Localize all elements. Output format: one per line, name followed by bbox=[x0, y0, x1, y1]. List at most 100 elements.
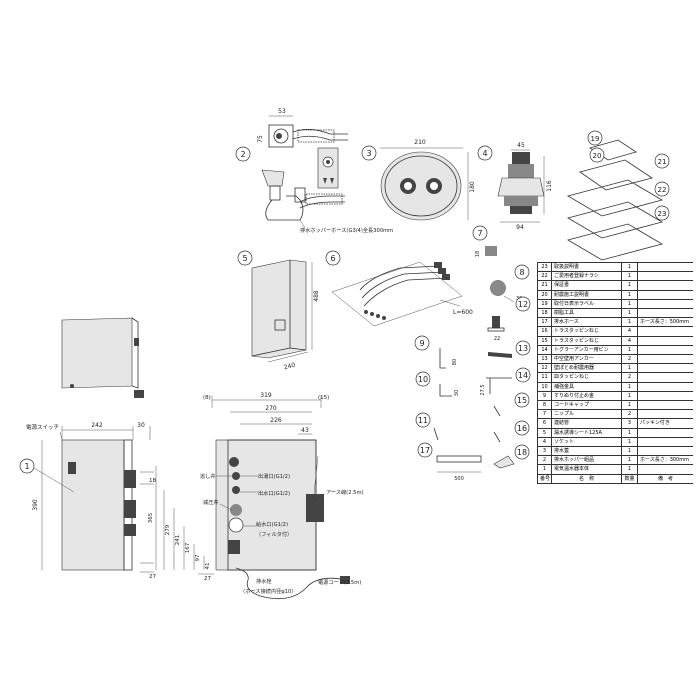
dim-side-270: 270 bbox=[265, 405, 277, 412]
table-cell: 4 bbox=[537, 436, 552, 448]
table-header-row: 番号名 称数量備 考 bbox=[537, 473, 693, 484]
part-number-21: 21 bbox=[658, 158, 667, 166]
table-cell: 2 bbox=[537, 455, 552, 466]
label-relief-valve: 逃し弁 bbox=[200, 472, 216, 480]
label-outlet: 出湯口(G1/2) bbox=[258, 472, 290, 480]
table-cell: 耐震施工説明書 bbox=[551, 289, 622, 300]
dim-p4-height: 116 bbox=[546, 180, 553, 192]
dim-p6-length: L=600 bbox=[453, 309, 473, 316]
table-cell bbox=[637, 335, 693, 346]
table-header-cell: 備 考 bbox=[637, 473, 693, 484]
dim-side-226: 226 bbox=[270, 417, 282, 424]
table-cell: 壁ぽとめ耐震用器 bbox=[551, 363, 622, 374]
part-6-connecting-pipes: 6 L=600 bbox=[325, 250, 473, 327]
table-cell: 4 bbox=[621, 335, 638, 346]
part-13-anchor: 13 bbox=[488, 340, 531, 358]
label-reducing-valve: 減圧弁 bbox=[203, 498, 219, 506]
table-cell: 13 bbox=[537, 354, 552, 365]
dim-front-width: 242 bbox=[91, 422, 103, 429]
table-cell: 1 bbox=[621, 317, 638, 328]
table-cell: ニップル bbox=[551, 409, 622, 420]
dim-p3-height: 180 bbox=[469, 181, 476, 193]
table-cell: 3 bbox=[537, 446, 552, 457]
part-18-resin-tool: 18 bbox=[493, 444, 530, 469]
table-cell: ご愛用者登録ナラシ bbox=[551, 271, 622, 282]
table-cell: 16 bbox=[537, 326, 552, 337]
table-cell: 2 bbox=[621, 372, 638, 383]
dim-side-97: 97 bbox=[195, 554, 201, 561]
table-cell: 12 bbox=[537, 363, 552, 374]
part-number-3: 3 bbox=[366, 149, 371, 158]
table-cell: 取付日表示ラベル bbox=[551, 298, 622, 310]
dim-p2-top: 53 bbox=[278, 108, 286, 115]
part-12-wall-fitting: 12 22 bbox=[487, 296, 531, 342]
part-10-reinforcement: 10 30 bbox=[415, 371, 460, 397]
table-cell: 21 bbox=[537, 280, 552, 291]
dim-front-height: 390 bbox=[32, 499, 39, 511]
part-9-fitting: 9 80 bbox=[414, 335, 458, 369]
dim-p4-width: 45 bbox=[517, 142, 525, 149]
dim-side-27: 27 bbox=[204, 576, 211, 582]
dim-p10-size: 30 bbox=[454, 390, 460, 396]
table-cell: 1 bbox=[621, 363, 638, 374]
table-header-cell: 数量 bbox=[621, 473, 638, 484]
part-number-18: 18 bbox=[517, 448, 527, 457]
label-filter: （フィルタ付） bbox=[256, 530, 292, 538]
table-cell: 1 bbox=[621, 271, 638, 282]
label-inlet: 給水口(G1/2) bbox=[256, 520, 288, 528]
dim-p5-height: 488 bbox=[313, 290, 320, 302]
table-cell: 4 bbox=[621, 326, 638, 337]
table-cell bbox=[637, 308, 693, 319]
table-cell: 排水ホッパー組品 bbox=[551, 455, 622, 466]
dim-side-365: 365 bbox=[148, 512, 154, 523]
part-2-drain-hopper: 2 53 75 排水ホッパーホース(G3/4)全長300mm bbox=[235, 108, 393, 234]
part-number-2: 2 bbox=[240, 150, 245, 159]
part-number-4: 4 bbox=[482, 149, 487, 158]
table-cell: 1 bbox=[621, 381, 638, 392]
table-cell: コードキャップ bbox=[551, 400, 622, 411]
table-cell bbox=[637, 271, 693, 282]
table-cell bbox=[637, 372, 693, 383]
part-number-11: 11 bbox=[418, 416, 428, 425]
label-power-switch: 電源スイッチ bbox=[26, 423, 59, 431]
part-17-drain-hose: 17 500 bbox=[417, 442, 482, 482]
part-number-1: 1 bbox=[24, 462, 29, 471]
table-cell: 電気温水器本体 bbox=[551, 464, 622, 475]
label-water-outlet: 出水口(G1/2) bbox=[258, 489, 290, 497]
table-cell bbox=[637, 400, 693, 411]
table-cell bbox=[637, 289, 693, 300]
table-cell bbox=[637, 354, 693, 365]
dim-p3-width: 210 bbox=[414, 139, 426, 146]
dim-side-41: 41 bbox=[205, 563, 211, 570]
dim-front-27: 27 bbox=[149, 574, 156, 580]
part-number-15: 15 bbox=[517, 396, 527, 405]
table-cell: 1 bbox=[621, 427, 638, 438]
table-cell bbox=[637, 427, 693, 438]
table-cell: 2 bbox=[621, 354, 638, 365]
label-power-cord: 電源コード(2.5m) bbox=[318, 578, 361, 586]
table-cell: 11 bbox=[537, 372, 552, 383]
part-number-22: 22 bbox=[658, 186, 667, 194]
table-cell: ホース長さ：500mm bbox=[637, 317, 693, 328]
main-unit-side-view: (8) (15) 319 270 226 43 逃し弁 出湯口(G1/2) 出水… bbox=[148, 392, 364, 600]
table-cell bbox=[637, 298, 693, 310]
dim-p12-size: 22 bbox=[494, 336, 500, 342]
table-cell: パッキン付き bbox=[637, 418, 693, 429]
dim-p9-size: 80 bbox=[452, 359, 458, 365]
dim-p5-width: 240 bbox=[283, 362, 296, 372]
dim-side-241: 241 bbox=[175, 535, 181, 546]
table-cell: 皿タッピンねじ bbox=[551, 372, 622, 383]
